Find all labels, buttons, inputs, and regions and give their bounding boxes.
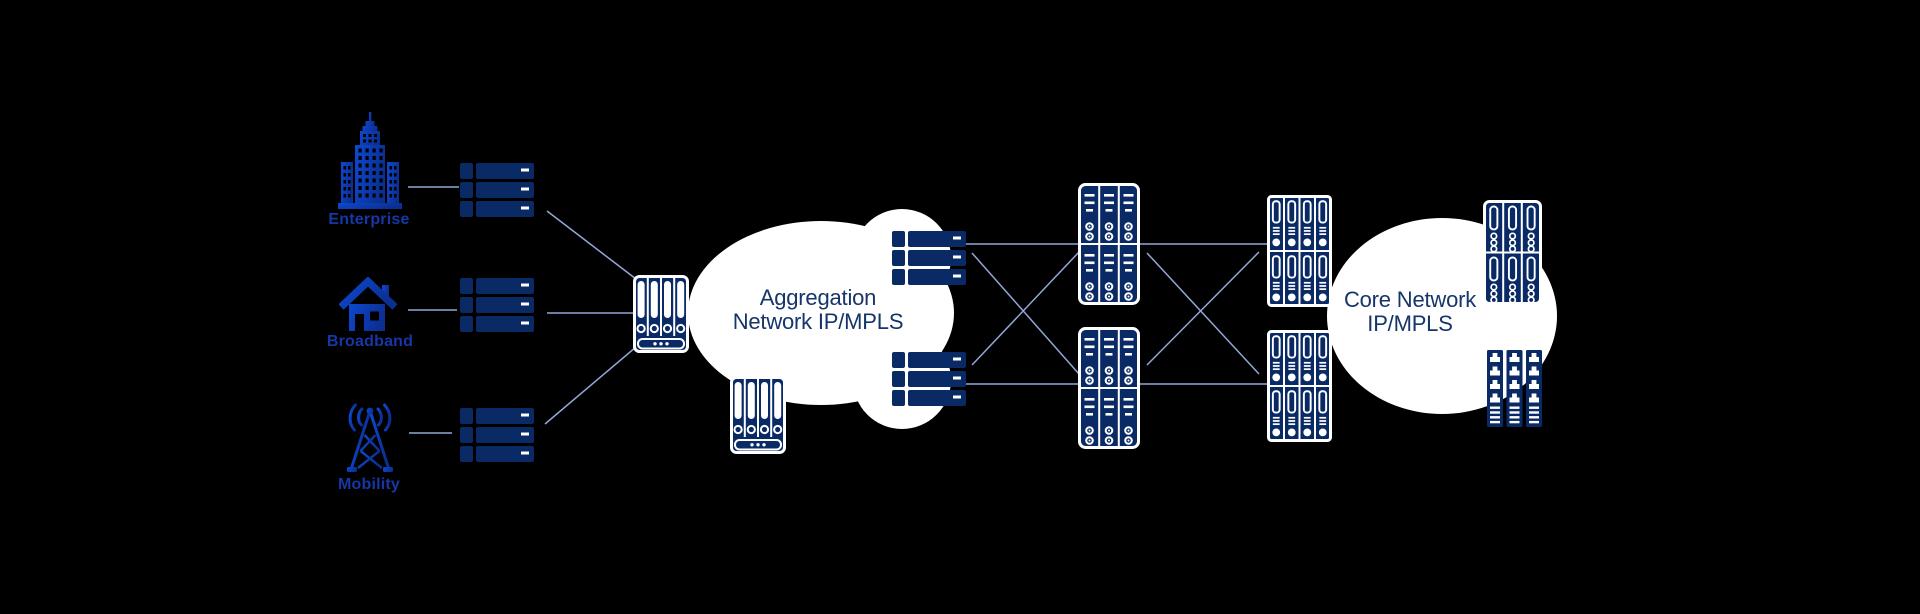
aggregation-cloud-label: Aggregation Network IP/MPLS: [698, 286, 938, 334]
aggregation-cloud-line1: Aggregation: [759, 285, 877, 310]
core-router-bottom-icon: [1267, 330, 1332, 442]
aggregation-node-icon: [633, 275, 689, 353]
core-switch-top-icon: [1078, 183, 1140, 305]
aggregation-node-icon-2: [730, 376, 786, 454]
aggregation-cloud-line2: Network IP/MPLS: [732, 309, 904, 334]
building-icon: [336, 112, 404, 210]
enterprise-label: Enterprise: [328, 211, 410, 228]
broadband-label: Broadband: [326, 333, 414, 350]
edge-router-top-icon: [892, 231, 966, 285]
house-icon: [339, 277, 401, 332]
port-towers-icon: [1487, 350, 1542, 427]
core-switch-bottom-icon: [1078, 327, 1140, 449]
broadband-access-router-icon: [460, 278, 534, 332]
mobility-access-router-icon: [460, 408, 534, 462]
mobility-label: Mobility: [337, 476, 401, 493]
core-cloud-line1: Core Network: [1343, 287, 1477, 312]
edge-router-bottom-icon: [892, 352, 966, 406]
core-cloud-label: Core Network IP/MPLS: [1290, 288, 1530, 336]
core-cloud-line2: IP/MPLS: [1367, 311, 1453, 336]
enterprise-access-router-icon: [460, 163, 534, 217]
cell-tower-icon: [342, 401, 398, 475]
